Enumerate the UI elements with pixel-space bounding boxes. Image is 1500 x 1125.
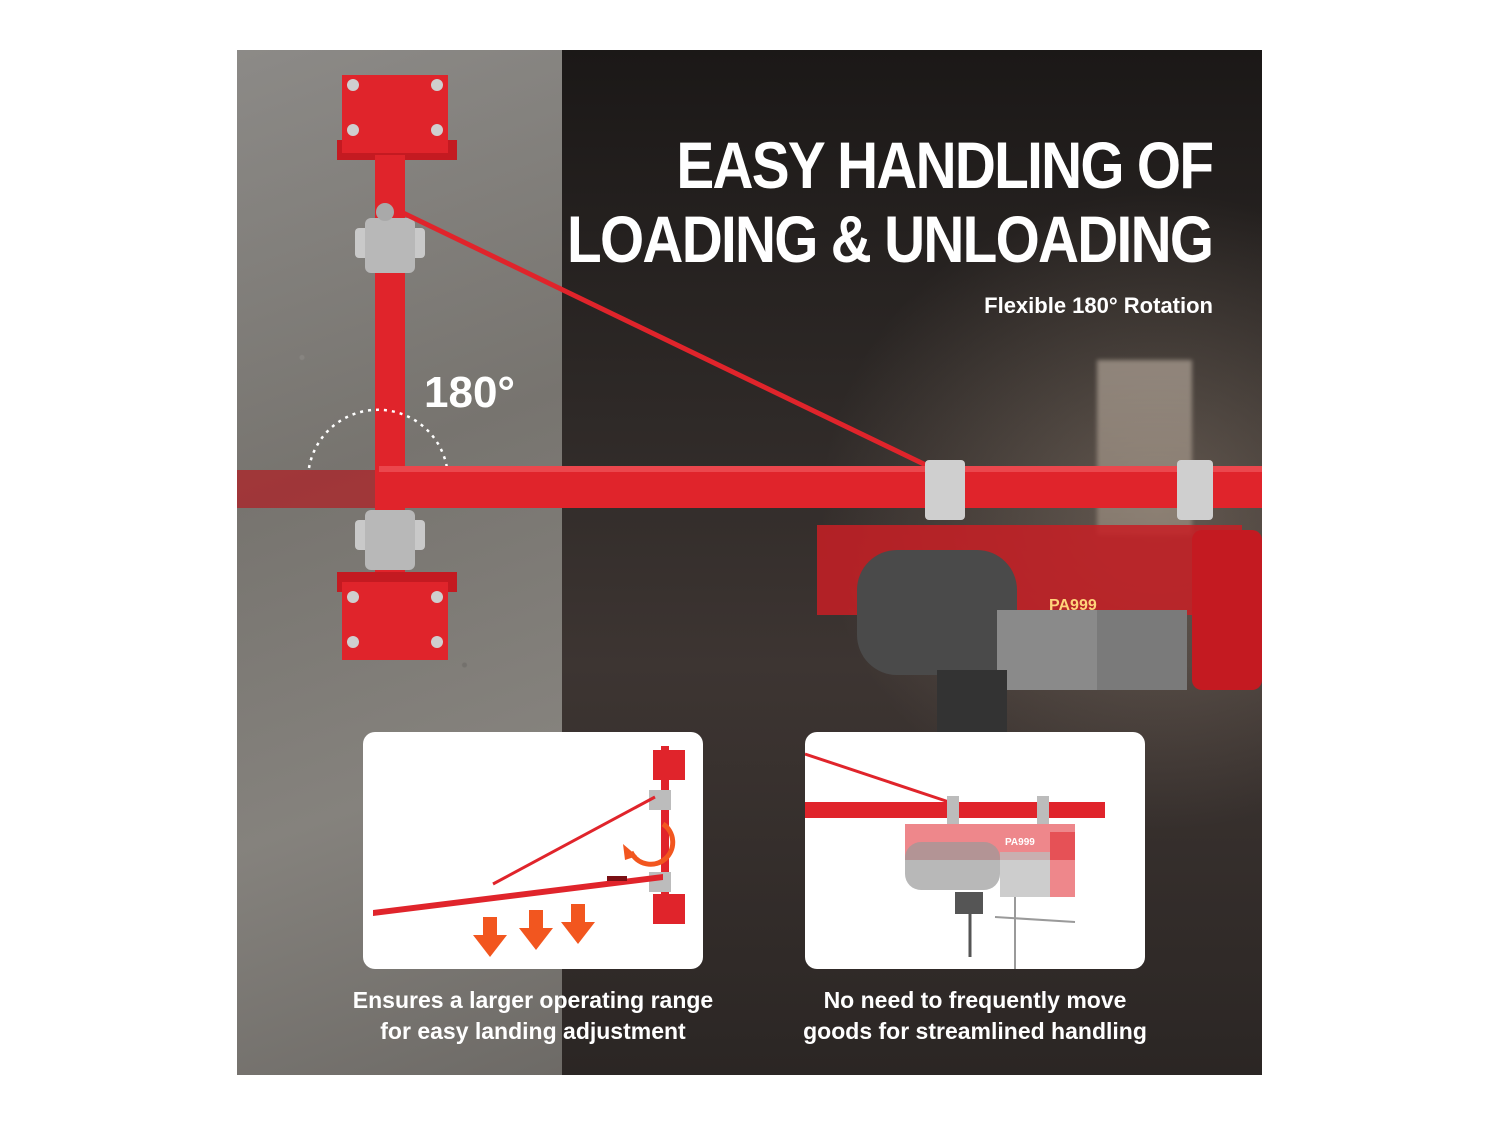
electric-hoist	[817, 525, 1262, 740]
bottom-wall-bracket	[337, 572, 457, 660]
horizontal-beam	[379, 466, 1262, 508]
down-arrow-icon	[561, 904, 595, 944]
upper-clamp	[355, 203, 425, 273]
product-panel: PA999 EASY HANDLING OF LOADING & UNLOADI…	[237, 50, 1262, 1075]
feature-caption-range: Ensures a larger operating range for eas…	[313, 985, 753, 1047]
feature-caption-line: goods for streamlined handling	[803, 1018, 1147, 1044]
beam-shadow-band	[237, 470, 382, 508]
feature-card-handling: PA999	[805, 732, 1145, 969]
feature-caption-line: No need to frequently move	[823, 987, 1127, 1013]
subheadline: Flexible 180° Rotation	[984, 293, 1213, 318]
swing-range-diagram	[373, 746, 685, 957]
top-wall-bracket	[337, 75, 457, 160]
headline-line-2: LOADING & UNLOADING	[566, 202, 1214, 276]
feature-caption-line: Ensures a larger operating range	[352, 987, 714, 1013]
trolley-clamp-right	[1177, 460, 1213, 520]
feature-caption-line: for easy landing adjustment	[380, 1018, 686, 1044]
lower-clamp	[355, 510, 425, 570]
down-arrow-icon	[473, 917, 507, 957]
headline: EASY HANDLING OF LOADING & UNLOADING	[566, 128, 1214, 276]
hoist-model-label-small: PA999	[1005, 837, 1035, 848]
feature-caption-handling: No need to frequently move goods for str…	[755, 985, 1195, 1047]
feature-card-range	[363, 732, 703, 969]
swing-arm-hoist-illustration: PA999	[237, 75, 1262, 740]
rotation-arc	[307, 408, 449, 469]
headline-line-1: EASY HANDLING OF	[676, 128, 1214, 202]
down-arrow-icon	[519, 910, 553, 950]
support-rod	[395, 207, 934, 471]
hoist-model-label: PA999	[1049, 597, 1097, 614]
trolley-clamp-left	[925, 460, 965, 520]
hoist-closeup-diagram: PA999	[805, 752, 1105, 969]
rotation-angle-label: 180°	[424, 368, 516, 417]
